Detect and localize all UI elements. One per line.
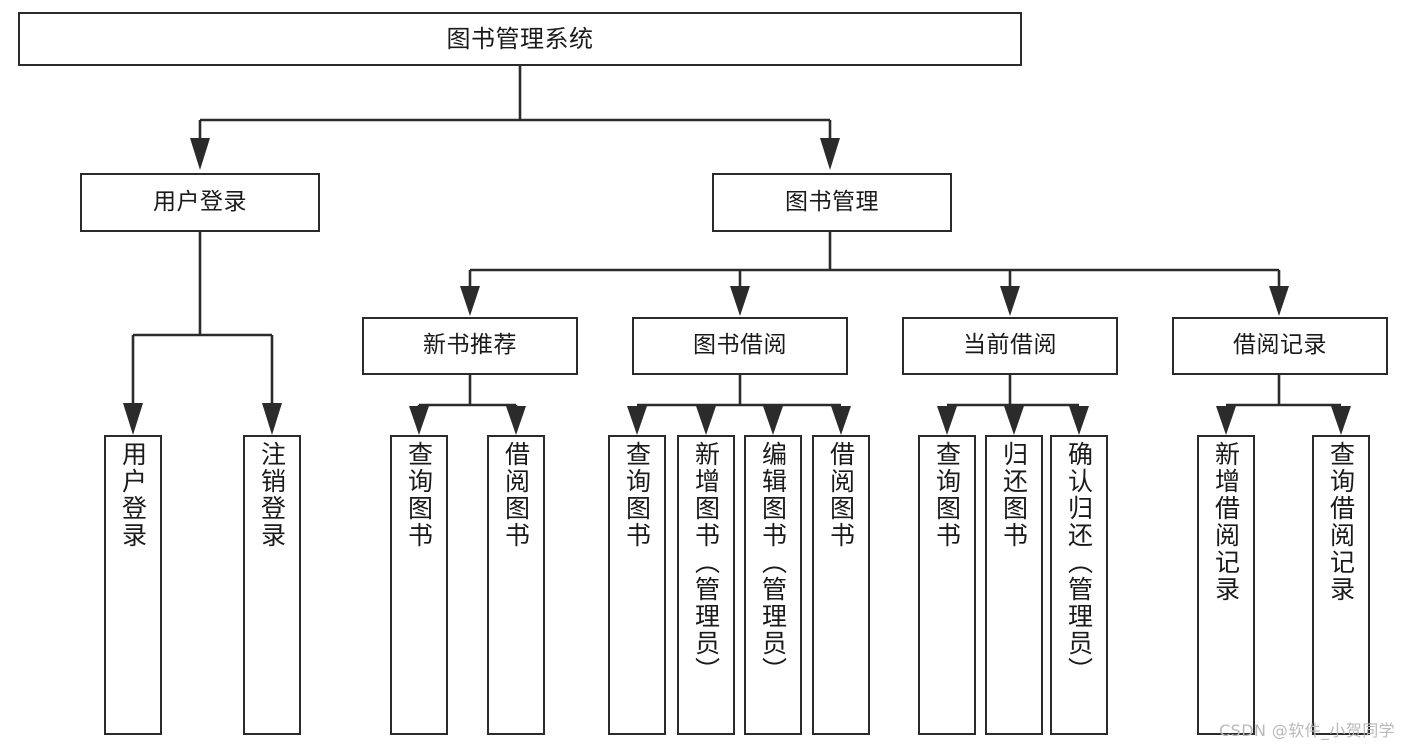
node-leaf-query-book-recommend[interactable]: 查询图书	[390, 435, 448, 735]
node-current-borrow[interactable]: 当前借阅	[902, 317, 1118, 375]
arrow-current-borrow-leaf-2	[1004, 406, 1024, 435]
node-label: 当前借阅	[963, 332, 1057, 359]
arrow-to-book-borrow	[730, 286, 750, 316]
node-leaf-add-borrow-record[interactable]: 新增借阅记录	[1197, 435, 1255, 735]
node-label: 图书管理系统	[446, 24, 594, 53]
node-label: 编辑图书（管理员）	[758, 441, 788, 684]
arrow-to-user-login	[190, 138, 210, 170]
node-label: 查询图书	[932, 441, 962, 549]
arrow-user-login-leaf-1	[123, 403, 143, 435]
arrow-book-borrow-leaf-1	[627, 406, 647, 435]
arrow-to-new-book	[460, 286, 480, 316]
arrow-current-borrow-leaf-1	[937, 406, 957, 435]
node-label: 用户登录	[153, 188, 247, 215]
node-label: 借阅图书	[501, 441, 531, 549]
node-leaf-borrow-book[interactable]: 借阅图书	[812, 435, 870, 735]
node-label: 图书管理	[785, 188, 879, 215]
arrow-new-book-leaf-2	[506, 406, 526, 435]
arrow-to-borrow-record	[1269, 286, 1289, 316]
node-root-library-system[interactable]: 图书管理系统	[18, 12, 1022, 66]
node-book-management[interactable]: 图书管理	[712, 173, 952, 232]
node-label: 用户登录	[118, 441, 148, 549]
csdn-watermark: CSDN @软件_小贺同学	[1219, 721, 1395, 740]
arrow-borrow-record-leaf-1	[1216, 406, 1236, 435]
node-label: 图书借阅	[693, 332, 787, 359]
node-label: 借阅图书	[826, 441, 856, 549]
node-leaf-query-book-borrow[interactable]: 查询图书	[608, 435, 666, 735]
node-borrow-record[interactable]: 借阅记录	[1172, 317, 1388, 375]
node-leaf-user-login[interactable]: 用户登录	[104, 435, 162, 735]
arrow-book-borrow-leaf-4	[831, 406, 851, 435]
node-leaf-query-borrow-record[interactable]: 查询借阅记录	[1312, 435, 1370, 735]
node-leaf-return-book[interactable]: 归还图书	[985, 435, 1043, 735]
node-leaf-borrow-book-recommend[interactable]: 借阅图书	[487, 435, 545, 735]
node-leaf-query-book-current[interactable]: 查询图书	[918, 435, 976, 735]
node-user-login[interactable]: 用户登录	[80, 173, 320, 232]
node-label: 查询图书	[622, 441, 652, 549]
node-new-book-recommend[interactable]: 新书推荐	[362, 317, 578, 375]
node-label: 新增图书（管理员）	[691, 441, 721, 684]
node-label: 查询图书	[404, 441, 434, 549]
node-label: 新增借阅记录	[1211, 441, 1241, 603]
node-leaf-logout[interactable]: 注销登录	[243, 435, 301, 735]
node-label: 确认归还（管理员）	[1064, 441, 1094, 684]
node-leaf-edit-book-admin[interactable]: 编辑图书（管理员）	[744, 435, 802, 735]
arrow-book-borrow-leaf-2	[696, 406, 716, 435]
arrow-borrow-record-leaf-2	[1331, 406, 1351, 435]
node-label: 查询借阅记录	[1326, 441, 1356, 603]
arrow-to-book-mgmt	[820, 138, 840, 170]
node-book-borrow[interactable]: 图书借阅	[632, 317, 848, 375]
arrow-user-login-leaf-2	[262, 403, 282, 435]
arrow-new-book-leaf-1	[409, 406, 429, 435]
arrow-to-current-borrow	[1000, 286, 1020, 316]
arrow-current-borrow-leaf-3	[1069, 406, 1089, 435]
node-label: 归还图书	[999, 441, 1029, 549]
node-leaf-confirm-return-admin[interactable]: 确认归还（管理员）	[1050, 435, 1108, 735]
node-label: 新书推荐	[423, 332, 517, 359]
node-label: 借阅记录	[1233, 332, 1327, 359]
node-leaf-add-book-admin[interactable]: 新增图书（管理员）	[677, 435, 735, 735]
node-label: 注销登录	[257, 441, 287, 549]
arrow-book-borrow-leaf-3	[763, 406, 783, 435]
